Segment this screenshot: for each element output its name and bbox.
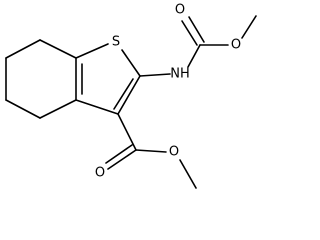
- bond-c-o-carbonyl-double: [188, 16, 205, 43]
- bond-cester-o-carbonyl: [107, 149, 137, 170]
- bond-n-c: [187, 44, 201, 68]
- atom-label-nh: NH: [170, 67, 190, 82]
- bond-cester-o: [135, 149, 167, 153]
- bond-o-methyl-ester: [179, 159, 197, 189]
- bond-c3-c3a: [75, 99, 119, 115]
- bond-c7a-s: [75, 43, 109, 59]
- bond-c2-c3-double: [113, 78, 134, 110]
- bond-c7a-c7: [39, 39, 77, 59]
- bond-cester-o-carbonyl-double: [105, 144, 133, 164]
- atom-label-sulfur: S: [112, 35, 120, 50]
- bond-s-c2: [121, 49, 141, 77]
- bond-c7-c6: [5, 39, 41, 59]
- bond-c5-c4: [5, 99, 41, 119]
- atom-label-ester-o: O: [169, 145, 179, 160]
- atom-label-ester-carbonyl-o: O: [95, 166, 105, 181]
- atom-label-carbamate-ester-o: O: [231, 38, 241, 53]
- atom-label-carbamate-carbonyl-o: O: [175, 3, 185, 18]
- bond-c2-c3: [117, 75, 141, 115]
- bond-o-methyl: [241, 15, 257, 39]
- bond-c4-c3a: [39, 99, 77, 119]
- bond-c3-cester: [117, 113, 137, 151]
- bond-c2-n: [139, 73, 171, 77]
- bond-c-o-carbonyl: [181, 20, 198, 46]
- molecule-structure: S NH O O O O: [5, 3, 257, 189]
